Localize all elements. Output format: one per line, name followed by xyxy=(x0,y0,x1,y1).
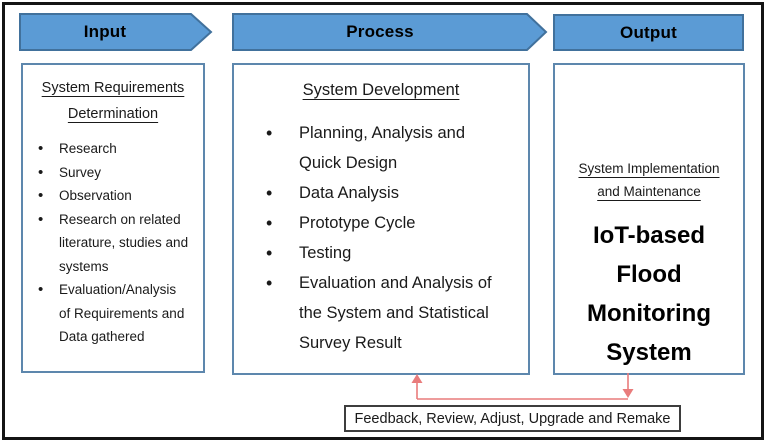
process-list-item: Testing xyxy=(234,238,528,268)
process-box: System Development Planning, Analysis an… xyxy=(232,63,530,375)
input-box: System Requirements Determination Resear… xyxy=(21,63,205,373)
output-box: System Implementation and Maintenance Io… xyxy=(553,63,745,375)
header-input-label: Input xyxy=(83,22,127,41)
process-list-item: Planning, Analysis and Quick Design xyxy=(234,118,528,178)
process-arrow-polygon xyxy=(232,13,548,51)
process-list-item: Data Analysis xyxy=(234,178,528,208)
input-list-item: Survey xyxy=(23,161,203,185)
input-arrow-polygon xyxy=(19,13,213,51)
input-list-item: Research xyxy=(23,137,203,161)
process-box-title: System Development xyxy=(302,81,460,99)
product-name-line: Monitoring xyxy=(587,300,711,327)
process-list: Planning, Analysis and Quick DesignData … xyxy=(234,118,528,358)
output-box-title: System Implementation and Maintenance xyxy=(578,161,720,199)
header-process: Process xyxy=(232,13,548,51)
header-output-label: Output xyxy=(620,22,677,42)
product-name-line: System xyxy=(606,339,692,366)
input-list-item: Evaluation/Analysis of Requirements and … xyxy=(23,278,203,349)
product-name-line: Flood xyxy=(616,261,682,288)
feedback-label: Feedback, Review, Adjust, Upgrade and Re… xyxy=(354,410,671,427)
outer-frame xyxy=(2,2,764,440)
process-list-item: Prototype Cycle xyxy=(234,208,528,238)
input-list-item: Observation xyxy=(23,184,203,208)
process-list-item: Evaluation and Analysis of the System an… xyxy=(234,268,528,358)
input-arrow-shape xyxy=(19,13,213,51)
header-process-label: Process xyxy=(346,22,414,41)
header-input: Input xyxy=(19,13,213,51)
feedback-box: Feedback, Review, Adjust, Upgrade and Re… xyxy=(344,405,681,432)
input-box-title: System Requirements Determination xyxy=(41,80,185,122)
input-list: ResearchSurveyObservationResearch on rel… xyxy=(23,137,203,349)
process-arrow-shape xyxy=(232,13,548,51)
input-list-item: Research on related literature, studies … xyxy=(23,208,203,279)
product-name-line: IoT-based xyxy=(592,222,706,249)
header-output: Output xyxy=(553,14,744,51)
